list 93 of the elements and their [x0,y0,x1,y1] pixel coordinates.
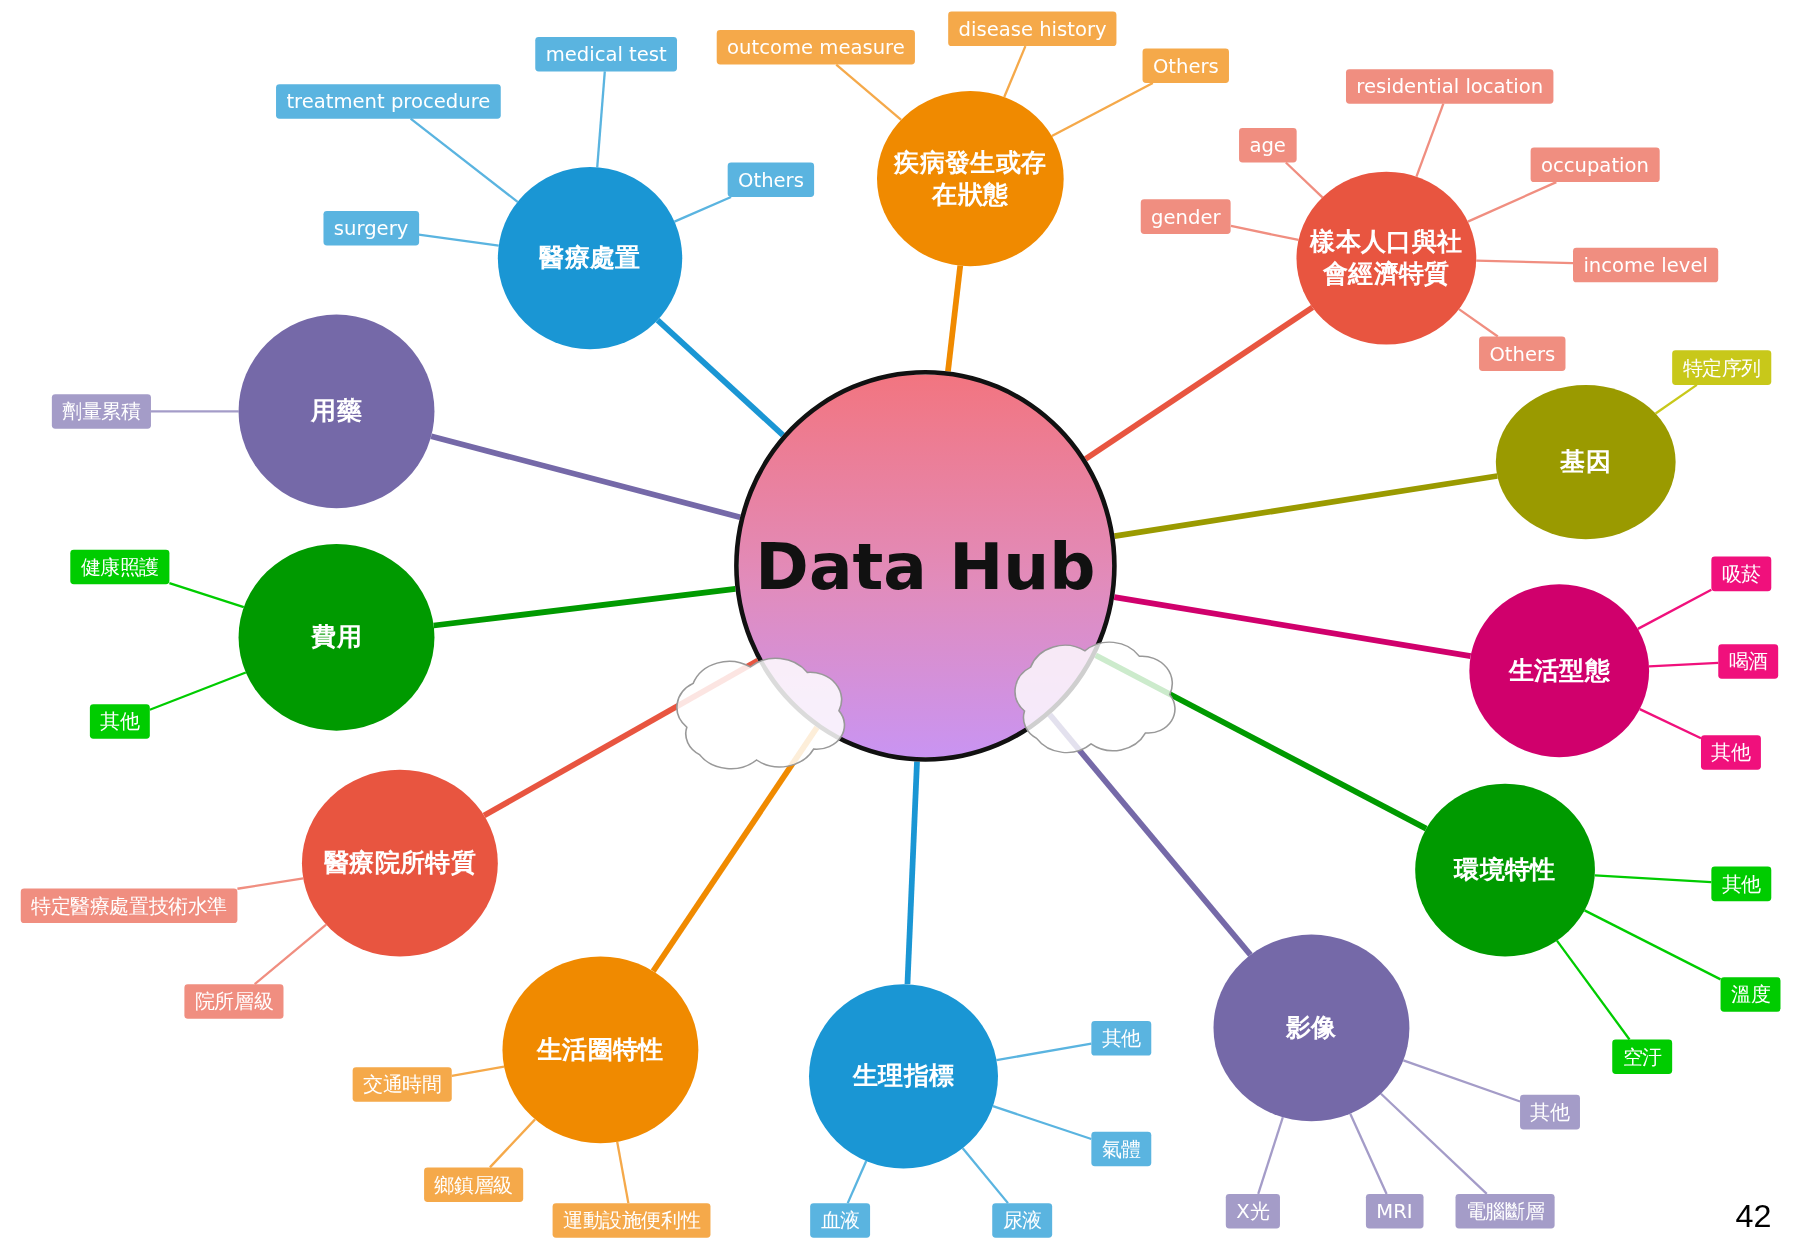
connector-line [1230,224,1299,242]
tag-label: 劑量累積 [51,394,151,429]
connector-line [945,265,964,372]
tag-label: Others [1142,48,1230,83]
topic-circle: 醫療院所特質 [301,769,498,957]
tag-label: Others [1479,336,1566,372]
tag-label: income level [1573,247,1719,283]
tag-label: 運動設施便利性 [552,1203,711,1238]
tag-label: 其他 [1701,735,1761,770]
tag-label: 吸菸 [1711,556,1772,592]
tag-label: 尿液 [992,1203,1053,1238]
topic-circle: 醫療處置 [497,167,683,350]
topic-circle: 樣本人口與社會經濟特質 [1296,171,1477,345]
connector-line [1084,305,1315,462]
topic-circle: 基因 [1495,384,1676,540]
topic-circle: 影像 [1213,934,1410,1122]
tag-label: 其他 [1711,866,1772,902]
topic-circle: 疾病發生或存在狀態 [877,91,1064,267]
tag-label: MRI [1365,1193,1423,1229]
topic-circle: 費用 [238,543,435,731]
connector-line [1257,1116,1284,1195]
connector-line [169,581,245,609]
tag-label: 特定醫療處置技術水準 [20,888,238,924]
tag-label: occupation [1530,147,1660,183]
tag-label: 氣體 [1091,1131,1152,1167]
page-number: 42 [1735,1198,1772,1236]
connector-line [1415,103,1445,178]
connector-line [1113,594,1472,659]
connector-line [1467,181,1557,223]
tag-label: 其他 [89,704,150,739]
tag-label: medical test [535,36,678,72]
connector-line [1402,1059,1521,1103]
tag-label: surgery [323,210,419,246]
connector-line [433,586,736,629]
tag-label: outcome measure [716,29,916,65]
tag-label: 溫度 [1720,977,1781,1012]
connector-line [1654,383,1698,415]
connector-line [1639,708,1702,740]
topic-circle: 生活型態 [1469,584,1650,758]
tag-label: 交通時間 [352,1067,452,1102]
connector-line [150,410,239,413]
connector-line [237,877,304,890]
connector-line [846,1160,868,1204]
tag-label: treatment procedure [276,84,501,119]
connector-line [1051,81,1154,137]
connector-line [418,233,499,247]
connector-line [904,761,920,985]
tag-label: age [1239,127,1297,163]
connector-line [655,318,785,438]
tag-label: Others [727,162,815,198]
connector-line [961,1147,1009,1204]
connector-line [996,1042,1092,1062]
tag-label: 其他 [1520,1094,1580,1130]
tag-label: 其他 [1091,1021,1152,1056]
topic-circle: 用藥 [238,314,435,509]
connector-line [1648,661,1719,668]
tag-label: disease history [948,11,1117,47]
connector-line [149,671,247,711]
connector-line [1594,874,1712,884]
tag-label: X光 [1225,1193,1280,1229]
tag-label: 健康照護 [70,549,170,585]
connector-line [409,117,519,203]
tag-label: 特定序列 [1672,350,1772,385]
connector-line [992,1105,1092,1141]
connector-line [489,1118,536,1169]
tag-label: 空汙 [1612,1039,1673,1075]
connector-line [1114,473,1498,539]
connector-line [674,196,732,223]
connector-line [451,1065,505,1077]
connector-line [1285,161,1324,199]
tag-label: 院所層級 [184,984,284,1019]
topic-circle: 生活圈特性 [502,956,699,1144]
tag-label: 喝酒 [1718,644,1779,679]
topic-circle: 環境特性 [1415,783,1595,957]
tag-label: residential location [1346,69,1554,104]
connector-line [1003,45,1027,98]
connector-line [1476,259,1574,265]
connector-line [1349,1113,1388,1195]
tag-label: 血液 [810,1203,871,1238]
connector-line [1584,909,1722,981]
connector-line [1637,588,1712,630]
connector-line [835,63,902,121]
connector-line [253,923,327,986]
connector-line [616,1141,630,1204]
tag-label: gender [1140,199,1231,234]
connector-line [1458,308,1499,338]
tag-label: 鄉鎮層級 [424,1167,524,1202]
topic-circle: 生理指標 [809,984,998,1169]
tag-label: 電腦斷層 [1455,1193,1555,1229]
connector-line [1380,1092,1488,1195]
connector-line [596,71,606,168]
connector-line [1556,940,1631,1041]
connector-line [430,433,741,521]
